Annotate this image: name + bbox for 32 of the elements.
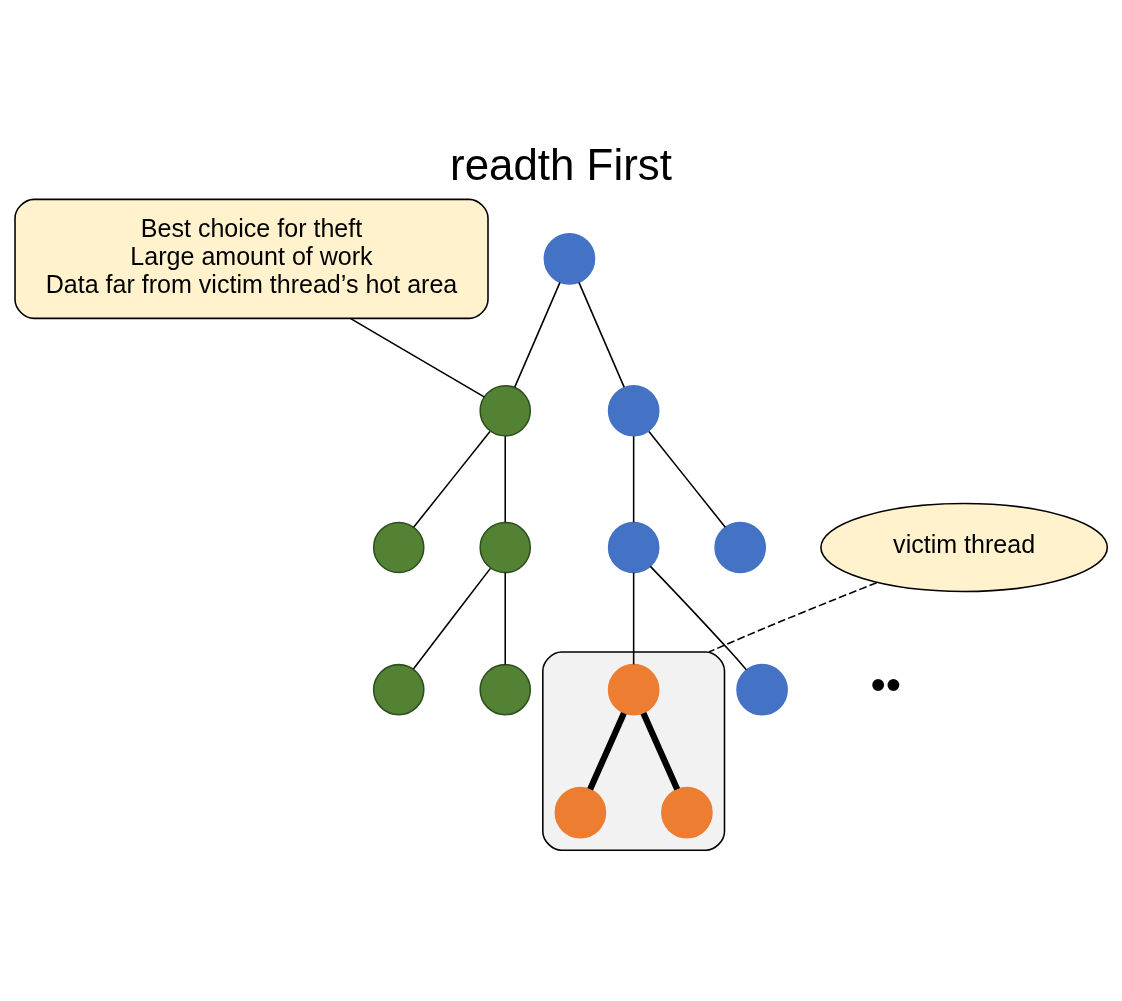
node-circle [372,663,425,716]
node-circle [607,384,660,437]
connector [504,435,506,524]
cluster [542,651,726,851]
node-ellipse: victim thread [820,502,1109,593]
connector [640,711,681,791]
connector [587,711,627,791]
node-circle [661,786,713,839]
node-circle [479,384,532,437]
connector [632,435,635,524]
diagram-title: readth First [450,139,672,189]
connector [412,567,492,670]
connector [349,317,485,398]
node-circle [736,663,788,716]
node-box: Best choice for theft Large amount of work Data far from victim thread’s hot area [14,198,489,320]
node-circle [607,663,660,716]
connector [708,581,878,653]
node-circle [554,786,607,839]
node-circle [714,521,766,574]
node-circle [372,521,425,574]
connector [632,571,635,666]
node-circle [543,233,596,285]
connector [412,430,491,529]
connector [649,565,748,671]
connector [578,281,625,388]
node-circle [607,521,660,574]
connector [504,571,506,666]
connector [648,430,727,529]
node-circle [479,521,532,574]
label: •• [870,660,902,710]
connector [513,281,561,388]
node-circle [479,663,532,716]
